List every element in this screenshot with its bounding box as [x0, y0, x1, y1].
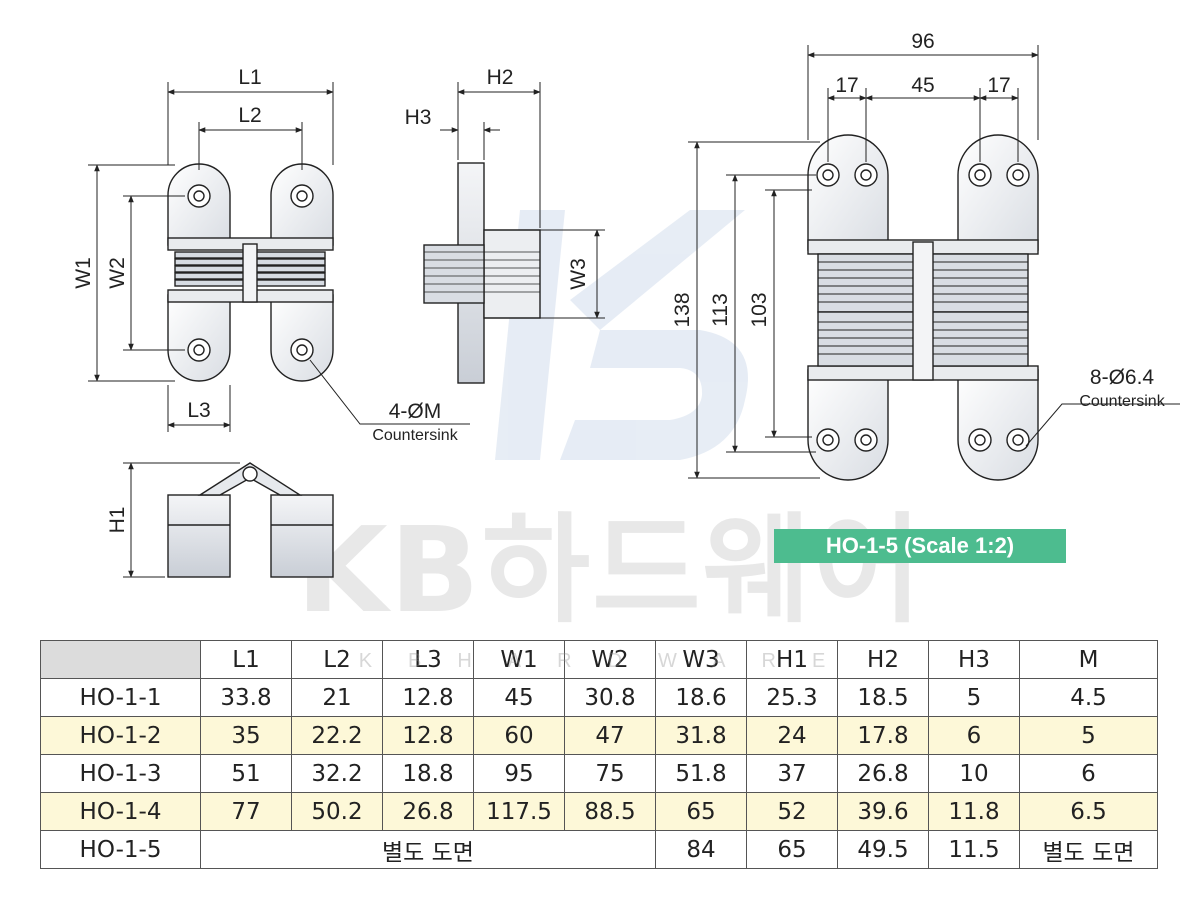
dim-label-h3: H3 [405, 106, 432, 129]
table-cell: 65 [655, 792, 747, 831]
countersink-note-small: Countersink [372, 427, 458, 444]
table-cell: 45 [473, 678, 565, 717]
table-cell: 35 [200, 716, 292, 755]
technical-drawing: L1 L2 L3 W1 W2 4-ØM Countersink H2 H3 W3 [72, 30, 1180, 578]
large-hinge-view [807, 134, 1039, 481]
table-cell: 18.6 [655, 678, 747, 717]
dim-label-103: 103 [748, 292, 771, 327]
bottom-dimensions [123, 462, 240, 578]
header-cell: W1 [473, 640, 565, 679]
table-cell: 30.8 [564, 678, 656, 717]
table-cell: HO-1-1 [40, 678, 201, 717]
dim-label-w2: W2 [106, 257, 129, 289]
table-cell: 117.5 [473, 792, 565, 831]
countersink-note-large: Countersink [1079, 393, 1165, 410]
table-cell: 6 [1019, 754, 1158, 793]
kb-watermark-logo [495, 210, 748, 460]
table-cell: 17.8 [837, 716, 929, 755]
table-cell: 75 [564, 754, 656, 793]
table-cell: 32.2 [291, 754, 383, 793]
dim-label-138: 138 [671, 292, 694, 327]
table-row: HO-1-2 35 22.2 12.8 60 47 31.8 24 17.8 6… [40, 716, 1158, 755]
table-cell: 60 [473, 716, 565, 755]
large-hinge-dimensions [688, 45, 1180, 479]
table-cell: 50.2 [291, 792, 383, 831]
table-cell: 47 [564, 716, 656, 755]
table-cell: 25.3 [746, 678, 838, 717]
table-cell: 12.8 [382, 716, 474, 755]
table-cell: 88.5 [564, 792, 656, 831]
table-cell: 37 [746, 754, 838, 793]
dim-label-17-left: 17 [835, 74, 858, 97]
table-cell: 77 [200, 792, 292, 831]
dim-label-h2: H2 [487, 66, 514, 89]
table-cell: 10 [928, 754, 1020, 793]
table-cell: 31.8 [655, 716, 747, 755]
hole-callout-small: 4-ØM [389, 400, 442, 423]
table-cell: 4.5 [1019, 678, 1158, 717]
header-cell: L3 [382, 640, 474, 679]
table-cell: 5 [1019, 716, 1158, 755]
table-cell: 11.8 [928, 792, 1020, 831]
table-cell: 21 [291, 678, 383, 717]
header-cell: M [1019, 640, 1158, 679]
table-cell: 39.6 [837, 792, 929, 831]
table-cell: 26.8 [837, 754, 929, 793]
table-cell: 6 [928, 716, 1020, 755]
table-cell: 49.5 [837, 830, 929, 869]
dim-label-w1: W1 [72, 257, 95, 289]
dim-label-113: 113 [709, 293, 732, 326]
table-cell: 65 [746, 830, 838, 869]
table-cell: HO-1-2 [40, 716, 201, 755]
dim-label-l1: L1 [238, 66, 261, 89]
bottom-view [167, 462, 334, 578]
table-cell: 6.5 [1019, 792, 1158, 831]
table-cell: 11.5 [928, 830, 1020, 869]
table-cell: 33.8 [200, 678, 292, 717]
table-row: HO-1-4 77 50.2 26.8 117.5 88.5 65 52 39.… [40, 792, 1158, 831]
dim-label-w3: W3 [567, 258, 590, 290]
header-cell: H1 [746, 640, 838, 679]
table-cell: 5 [928, 678, 1020, 717]
front-view [167, 163, 334, 382]
scale-badge: HO-1-5 (Scale 1:2) [774, 529, 1066, 563]
watermark-subtext: KBHARDWARE [358, 650, 862, 672]
front-dimensions [88, 82, 470, 432]
table-cell-separate-drawing: 별도 도면 [200, 830, 656, 869]
table-cell: HO-1-4 [40, 792, 201, 831]
table-cell: 18.8 [382, 754, 474, 793]
table-cell: 95 [473, 754, 565, 793]
hole-callout-large: 8-Ø6.4 [1090, 366, 1155, 389]
spec-table: L1 L2 L3 W1 W2 W3 H1 H2 H3 M HO-1-1 33.8… [40, 640, 1158, 869]
dim-label-l3: L3 [187, 399, 210, 422]
table-cell: 22.2 [291, 716, 383, 755]
header-cell: H3 [928, 640, 1020, 679]
table-header-row: L1 L2 L3 W1 W2 W3 H1 H2 H3 M [40, 640, 1158, 679]
table-cell: 51 [200, 754, 292, 793]
table-cell: 26.8 [382, 792, 474, 831]
side-view [423, 162, 541, 384]
dim-label-17-right: 17 [987, 74, 1010, 97]
dim-label-96: 96 [911, 30, 934, 53]
side-dimensions [440, 82, 605, 319]
header-cell-model [40, 640, 201, 679]
watermark-logo-text: KB하드웨어 [296, 501, 924, 639]
dim-label-l2: L2 [238, 104, 261, 127]
dim-label-h1: H1 [106, 507, 129, 534]
table-row: HO-1-3 51 32.2 18.8 95 75 51.8 37 26.8 1… [40, 754, 1158, 793]
header-cell: L1 [200, 640, 292, 679]
table-cell: HO-1-3 [40, 754, 201, 793]
table-cell: 51.8 [655, 754, 747, 793]
table-cell: 84 [655, 830, 747, 869]
table-cell: 52 [746, 792, 838, 831]
table-row: HO-1-1 33.8 21 12.8 45 30.8 18.6 25.3 18… [40, 678, 1158, 717]
table-cell: HO-1-5 [40, 830, 201, 869]
table-row: HO-1-5 별도 도면 84 65 49.5 11.5 별도 도면 [40, 830, 1158, 869]
table-cell: 18.5 [837, 678, 929, 717]
table-cell: 24 [746, 716, 838, 755]
dim-label-45: 45 [911, 74, 934, 97]
table-cell: 별도 도면 [1019, 830, 1158, 869]
table-cell: 12.8 [382, 678, 474, 717]
